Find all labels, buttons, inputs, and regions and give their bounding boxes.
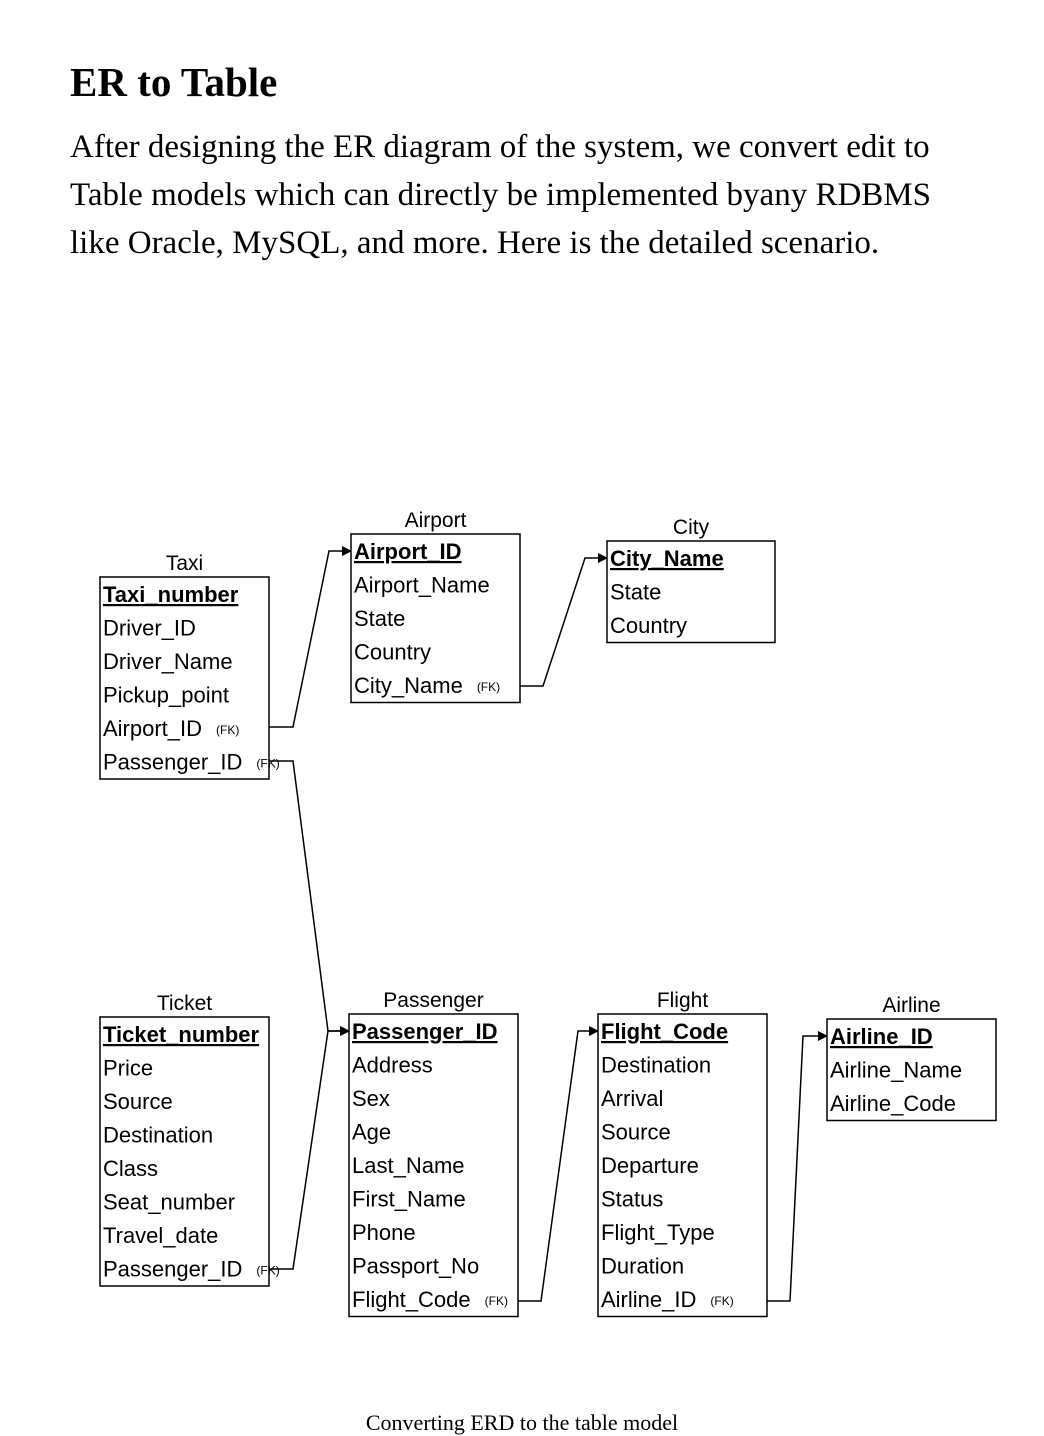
attribute: Address: [352, 1053, 433, 1078]
primary-key: Airport_ID: [354, 539, 462, 564]
relationship-airport-to-city: [520, 553, 608, 687]
attribute: Country: [610, 613, 687, 638]
attribute: Source: [601, 1120, 671, 1145]
primary-key: Airline_ID: [830, 1024, 933, 1049]
relationship-flight-to-airline: [767, 1031, 828, 1302]
relationship-passenger-to-flight: [518, 1026, 599, 1302]
relationship-ticket-to-passenger: [269, 1026, 350, 1270]
fk-marker: (FK): [256, 757, 279, 771]
entity-title: Passenger: [383, 989, 483, 1012]
attribute: Source: [103, 1089, 173, 1114]
entity-box: [99, 576, 270, 780]
attribute: Flight_Type: [601, 1220, 715, 1245]
attribute: Pickup_point: [103, 683, 229, 708]
attribute: Passport_No: [352, 1254, 479, 1279]
attribute: Travel_date: [103, 1223, 218, 1248]
entity-flight: FlightFlight_CodeDestinationArrivalSourc…: [597, 989, 768, 1318]
primary-key: City_Name: [610, 546, 724, 571]
fk-marker: (FK): [485, 1294, 508, 1308]
attribute: Driver_ID: [103, 616, 196, 641]
foreign-key-attribute: Passenger_ID: [103, 750, 242, 775]
relationship-taxi-to-passenger: [269, 760, 350, 1036]
primary-key: Flight_Code: [601, 1019, 728, 1044]
relationship-lines: [269, 546, 828, 1302]
attribute: Sex: [352, 1086, 390, 1111]
foreign-key-attribute: Airline_ID: [601, 1287, 696, 1312]
attribute: Departure: [601, 1153, 699, 1178]
primary-key: Taxi_number: [103, 582, 239, 607]
attribute: First_Name: [352, 1187, 466, 1212]
attribute: Destination: [601, 1053, 711, 1078]
attribute: Arrival: [601, 1086, 663, 1111]
entity-box: [606, 540, 776, 644]
entity-box: [597, 1013, 768, 1318]
entity-box: [348, 1013, 519, 1318]
attribute: State: [354, 606, 405, 631]
entity-box: [350, 533, 521, 704]
entity-title: Ticket: [157, 992, 212, 1015]
entity-title: Airline: [882, 994, 940, 1017]
entity-box: [99, 1016, 270, 1287]
entity-title: Taxi: [166, 552, 203, 575]
entity-title: Flight: [657, 989, 709, 1012]
attribute: Seat_number: [103, 1190, 235, 1215]
attribute: Last_Name: [352, 1153, 465, 1178]
fk-marker: (FK): [710, 1294, 733, 1308]
entity-box: [826, 1018, 997, 1122]
attribute: Airline_Name: [830, 1058, 962, 1083]
fk-marker: (FK): [216, 723, 239, 737]
fk-marker: (FK): [477, 680, 500, 694]
foreign-key-attribute: City_Name: [354, 673, 463, 698]
relationship-taxi-to-airport: [269, 546, 352, 728]
attribute: Destination: [103, 1123, 213, 1148]
attribute: Duration: [601, 1254, 684, 1279]
attribute: State: [610, 580, 661, 605]
primary-key: Ticket_number: [103, 1022, 260, 1047]
page-heading: ER to Table: [70, 59, 278, 105]
attribute: Airport_Name: [354, 573, 490, 598]
foreign-key-attribute: Flight_Code: [352, 1287, 471, 1312]
foreign-key-attribute: Airport_ID: [103, 716, 202, 741]
figure-caption: Converting ERD to the table model: [365, 1410, 679, 1435]
attribute: Status: [601, 1187, 663, 1212]
fk-marker: (FK): [256, 1264, 279, 1278]
attribute: Price: [103, 1056, 153, 1081]
intro-paragraph: After designing the ER diagram of the sy…: [70, 129, 931, 261]
entity-title: City: [673, 516, 710, 539]
primary-key: Passenger_ID: [352, 1019, 498, 1044]
attribute: Phone: [352, 1220, 416, 1245]
attribute: Class: [103, 1156, 158, 1181]
attribute: Country: [354, 640, 431, 665]
attribute: Airline_Code: [830, 1091, 956, 1116]
attribute: Driver_Name: [103, 649, 233, 674]
attribute: Age: [352, 1120, 391, 1145]
entity-ticket: TicketTicket_numberPriceSourceDestinatio…: [99, 992, 280, 1287]
entity-title: Airport: [405, 509, 467, 532]
foreign-key-attribute: Passenger_ID: [103, 1257, 242, 1282]
